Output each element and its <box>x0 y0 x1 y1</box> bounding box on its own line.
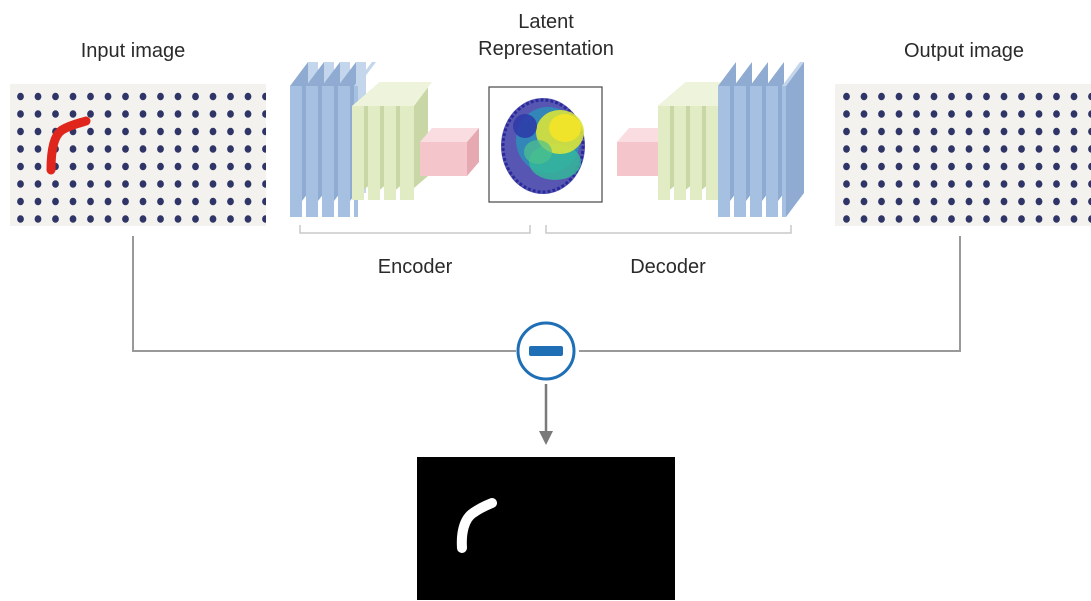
encoder-label: Encoder <box>377 256 453 278</box>
encoder-bottleneck <box>420 128 479 176</box>
latent-representation-box <box>488 86 603 203</box>
encoder-bracket <box>299 225 531 234</box>
encoder-green-layers <box>352 82 432 200</box>
decoder-label: Decoder <box>630 256 706 278</box>
output-image-label: Output image <box>903 40 1025 62</box>
anomaly-mask-stroke <box>456 498 497 553</box>
latent-label-line2: Representation <box>478 38 614 60</box>
latent-label-line1: Latent <box>518 11 574 33</box>
input-image <box>10 84 266 226</box>
input-connector-line <box>132 236 516 352</box>
arrow-down-icon <box>539 384 553 445</box>
anomaly-mask-image <box>417 457 675 600</box>
input-image-label: Input image <box>80 40 186 62</box>
decoder-blue-layers <box>718 62 804 217</box>
decoder-bracket <box>545 225 792 234</box>
minus-circle-icon <box>516 321 576 381</box>
latent-scatter <box>501 98 585 194</box>
output-connector-line <box>579 236 961 352</box>
output-image <box>835 84 1091 226</box>
anomaly-stroke <box>46 116 91 175</box>
encoder-blue-layers <box>290 62 376 217</box>
decoder-green-layers <box>658 82 738 200</box>
